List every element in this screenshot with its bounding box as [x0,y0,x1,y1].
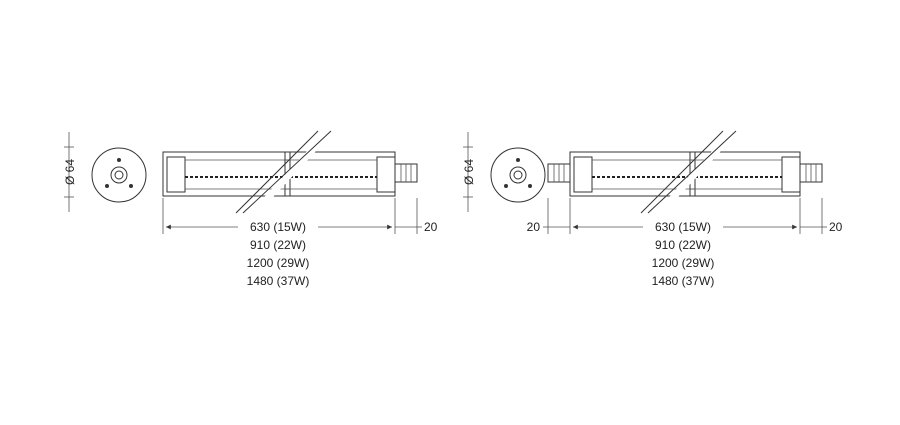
right-length-label-4: 1480 (37W) [652,274,715,288]
right-end-cap-left-label: 20 [527,220,541,234]
left-length-label-4: 1480 (37W) [247,274,310,288]
right-luminaire-body [547,130,823,214]
right-end-view [490,147,546,203]
right-diameter-label: Ø 64 [462,159,476,185]
right-diagram: Ø 64 [462,130,843,288]
left-diagram: Ø 64 [63,130,438,288]
right-end-cap-right-label: 20 [829,220,843,234]
left-length-label-2: 910 (22W) [250,238,306,252]
right-length-label-3: 1200 (29W) [652,256,715,270]
left-end-cap-right-label: 20 [424,220,438,234]
right-diameter-dimension: Ø 64 [462,132,476,212]
left-end-view [91,147,147,203]
right-length-dimension: 20 630 (15W) 910 (22W) 1200 (29W) 1480 (… [527,198,843,288]
left-diameter-label: Ø 64 [63,159,77,185]
left-length-label-3: 1200 (29W) [247,256,310,270]
left-right-connector [394,163,418,183]
left-length-label-1: 630 (15W) [250,220,306,234]
right-left-connector [547,163,571,183]
left-diameter-dimension: Ø 64 [63,132,77,212]
left-length-dimension: 630 (15W) 910 (22W) 1200 (29W) 1480 (37W… [162,198,438,288]
right-length-label-2: 910 (22W) [655,238,711,252]
right-right-connector [799,163,823,183]
left-luminaire-body [162,130,418,214]
right-length-label-1: 630 (15W) [655,220,711,234]
